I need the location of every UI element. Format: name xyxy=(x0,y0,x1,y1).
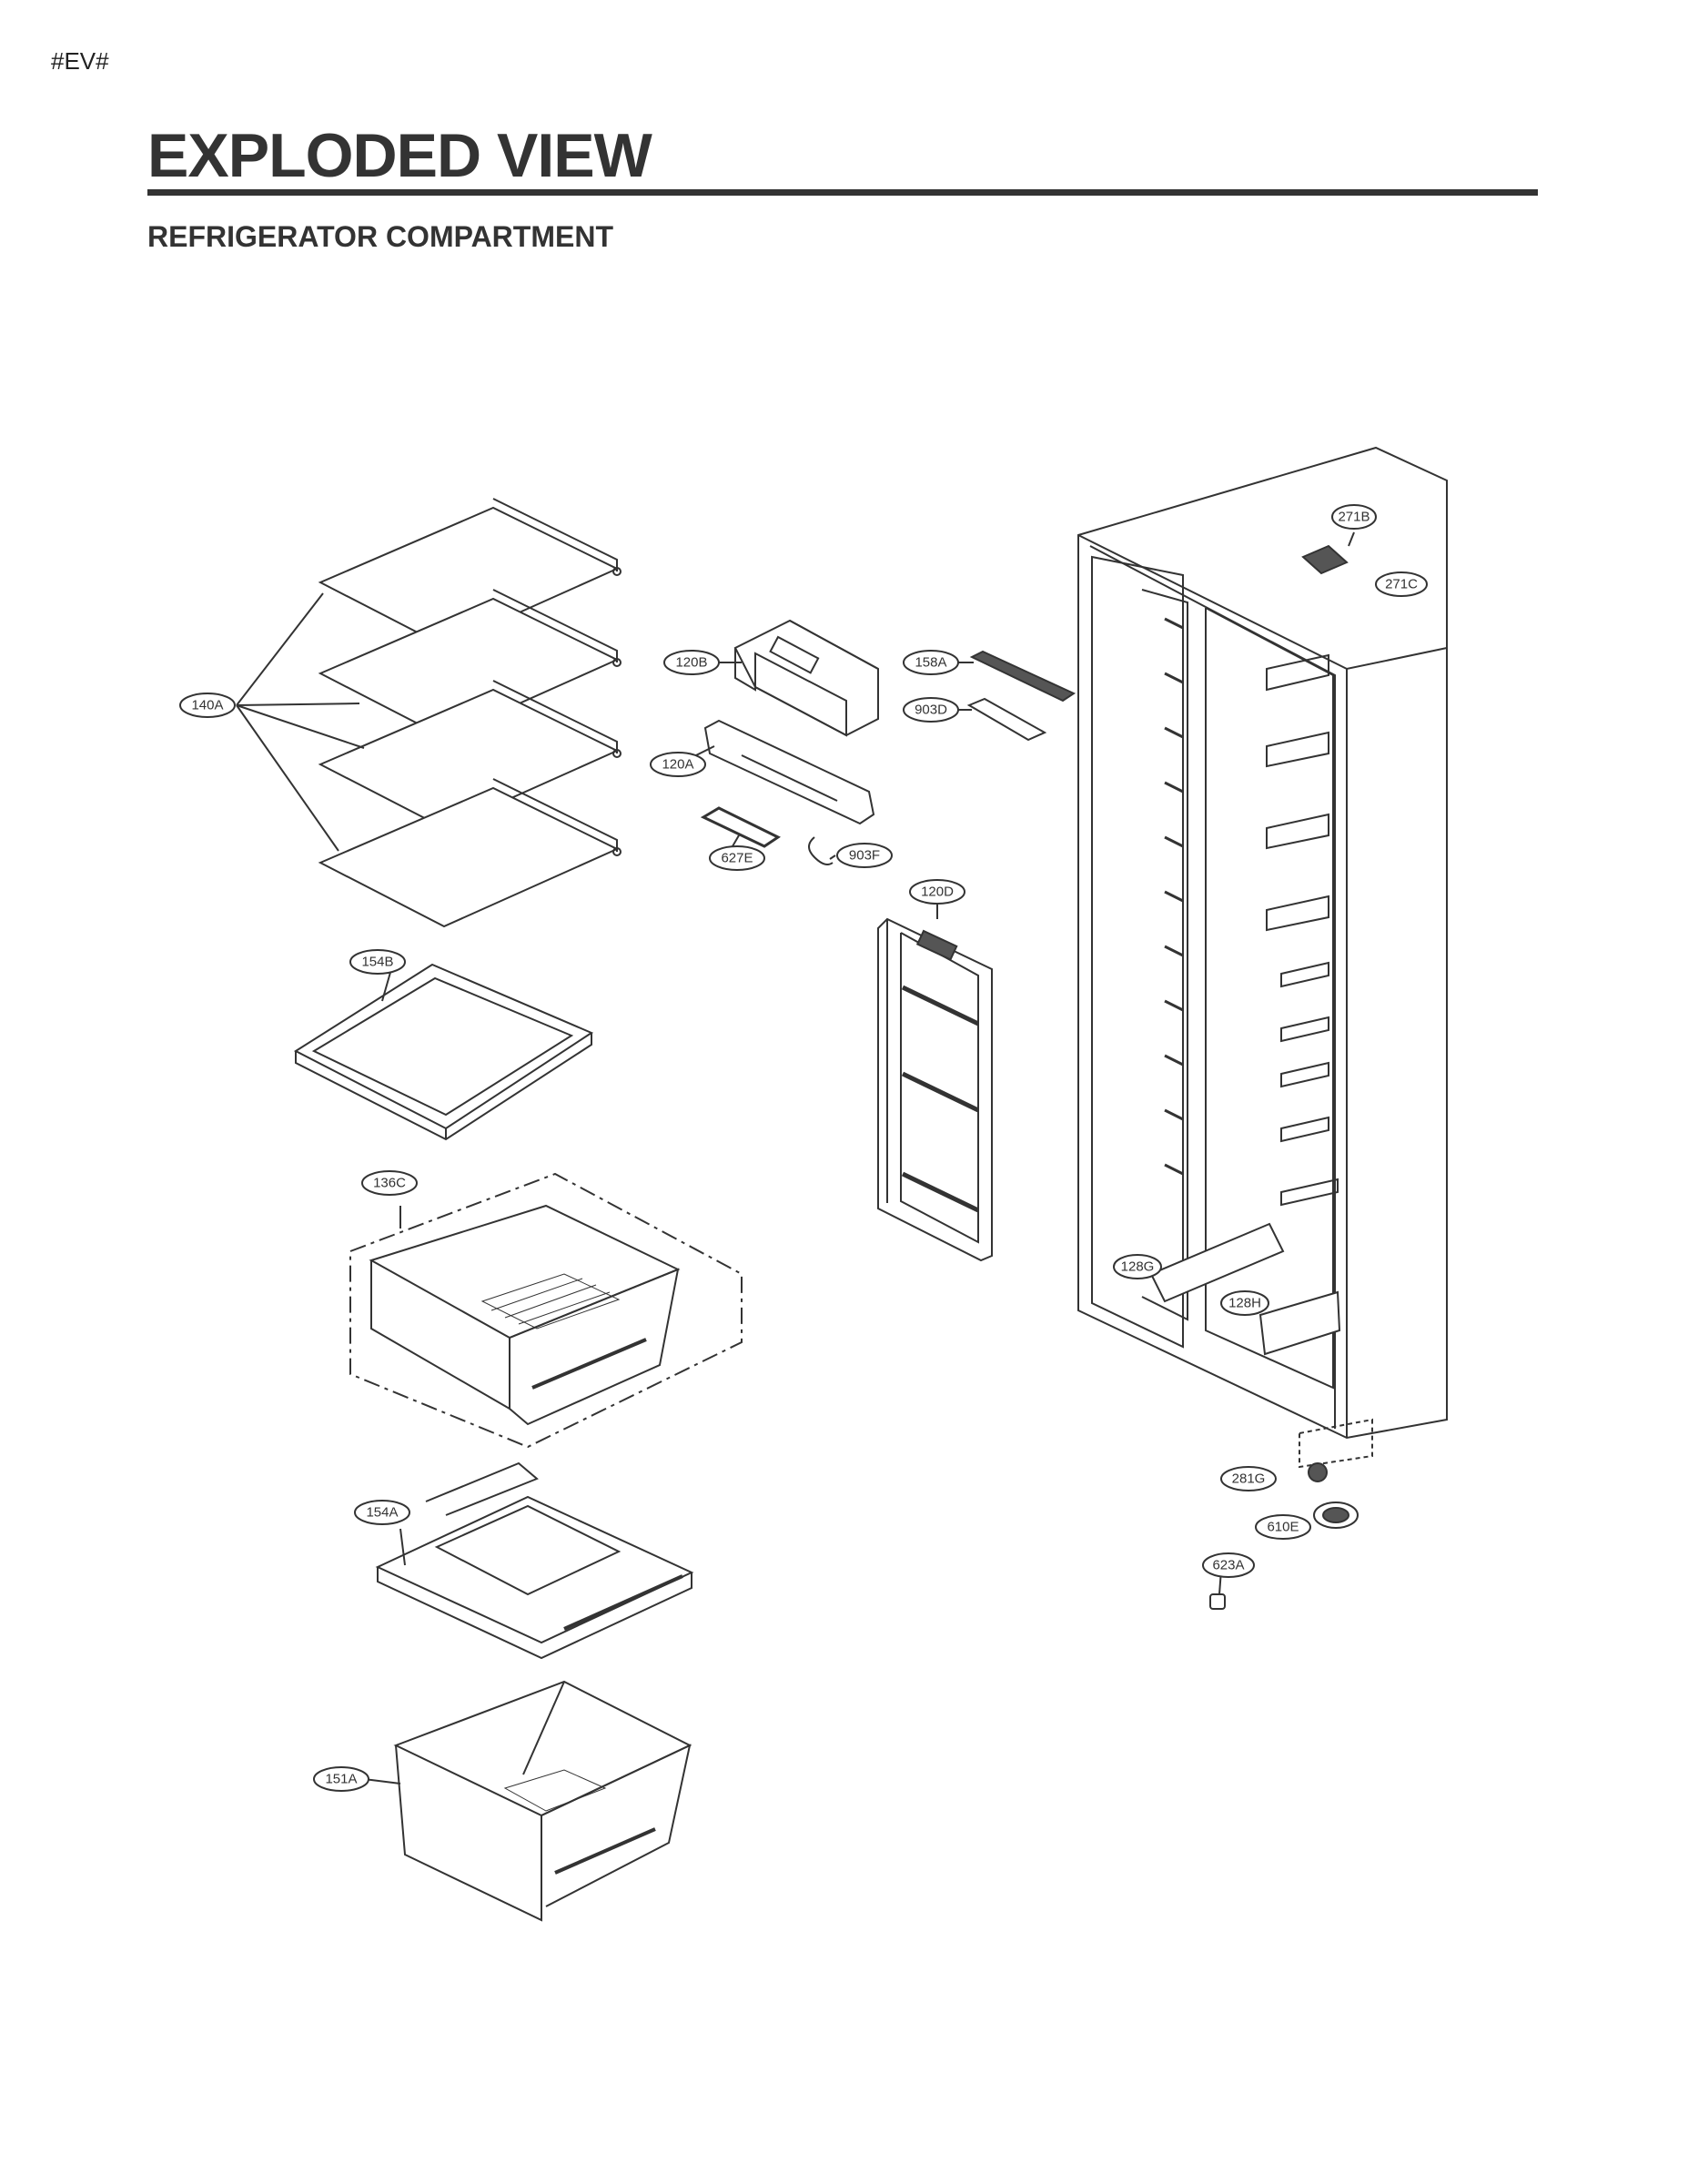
shelf-2 xyxy=(318,589,622,739)
strip-903d xyxy=(954,697,1047,742)
svg-text:903D: 903D xyxy=(915,703,947,718)
shelf-1 xyxy=(318,498,622,648)
callout-627e: 627E xyxy=(709,845,765,871)
svg-text:627E: 627E xyxy=(721,851,753,866)
callout-120a: 120A xyxy=(650,752,706,777)
callout-120d: 120D xyxy=(909,879,965,905)
glass-shelves xyxy=(236,498,622,928)
callout-128h: 128H xyxy=(1220,1290,1269,1316)
svg-text:151A: 151A xyxy=(325,1772,357,1787)
callout-140a: 140A xyxy=(179,693,236,718)
callout-151a: 151A xyxy=(313,1766,369,1792)
callout-136c: 136C xyxy=(361,1170,418,1196)
callout-903d: 903D xyxy=(903,697,959,723)
svg-text:140A: 140A xyxy=(191,698,223,713)
document-tag: #EV# xyxy=(51,47,109,75)
page-subtitle: REFRIGERATOR COMPARTMENT xyxy=(147,220,613,253)
svg-text:136C: 136C xyxy=(373,1176,406,1191)
svg-text:154B: 154B xyxy=(361,955,393,970)
shelf-154b xyxy=(293,963,594,1141)
ice-bin xyxy=(719,619,879,737)
shelf-3 xyxy=(318,680,622,830)
callout-154a: 154A xyxy=(354,1500,410,1525)
svg-text:281G: 281G xyxy=(1232,1471,1266,1487)
panel-120d xyxy=(877,903,993,1262)
callouts: 140A 120B 158A 903D 120A 627E 903F 120D … xyxy=(179,504,1428,1792)
title-underline xyxy=(147,189,1538,196)
svg-text:120B: 120B xyxy=(675,655,707,671)
refrigerator-cabinet xyxy=(1077,446,1448,1610)
callout-281g: 281G xyxy=(1220,1466,1277,1491)
gasket-627e xyxy=(700,806,781,848)
svg-text:120D: 120D xyxy=(921,885,954,900)
callout-158a: 158A xyxy=(903,650,959,675)
svg-text:158A: 158A xyxy=(915,655,946,671)
svg-text:610E: 610E xyxy=(1267,1520,1299,1535)
callout-623a: 623A xyxy=(1202,1552,1255,1578)
callout-271c: 271C xyxy=(1375,571,1428,597)
cover-120a xyxy=(686,719,875,825)
svg-text:120A: 120A xyxy=(662,757,693,773)
page-title: EXPLODED VIEW xyxy=(147,121,652,190)
callout-154b: 154B xyxy=(349,949,406,975)
svg-text:154A: 154A xyxy=(366,1505,398,1521)
callout-903f: 903F xyxy=(836,843,893,868)
svg-text:903F: 903F xyxy=(849,848,880,864)
svg-text:271C: 271C xyxy=(1385,577,1418,592)
crisper-cover-154a xyxy=(375,1461,694,1660)
drawer-151a xyxy=(363,1680,692,1922)
callout-610e: 610E xyxy=(1255,1514,1311,1540)
svg-text:271B: 271B xyxy=(1338,510,1370,525)
svg-text:623A: 623A xyxy=(1212,1558,1244,1573)
drawer-136c xyxy=(349,1172,743,1449)
svg-text:128G: 128G xyxy=(1121,1259,1155,1275)
shelf-4 xyxy=(318,778,622,928)
callout-120b: 120B xyxy=(663,650,720,675)
callout-271b: 271B xyxy=(1331,504,1377,530)
wire-903f xyxy=(808,836,836,865)
cover-158a xyxy=(946,650,1076,703)
svg-text:128H: 128H xyxy=(1228,1296,1261,1311)
callout-128g: 128G xyxy=(1113,1254,1162,1279)
